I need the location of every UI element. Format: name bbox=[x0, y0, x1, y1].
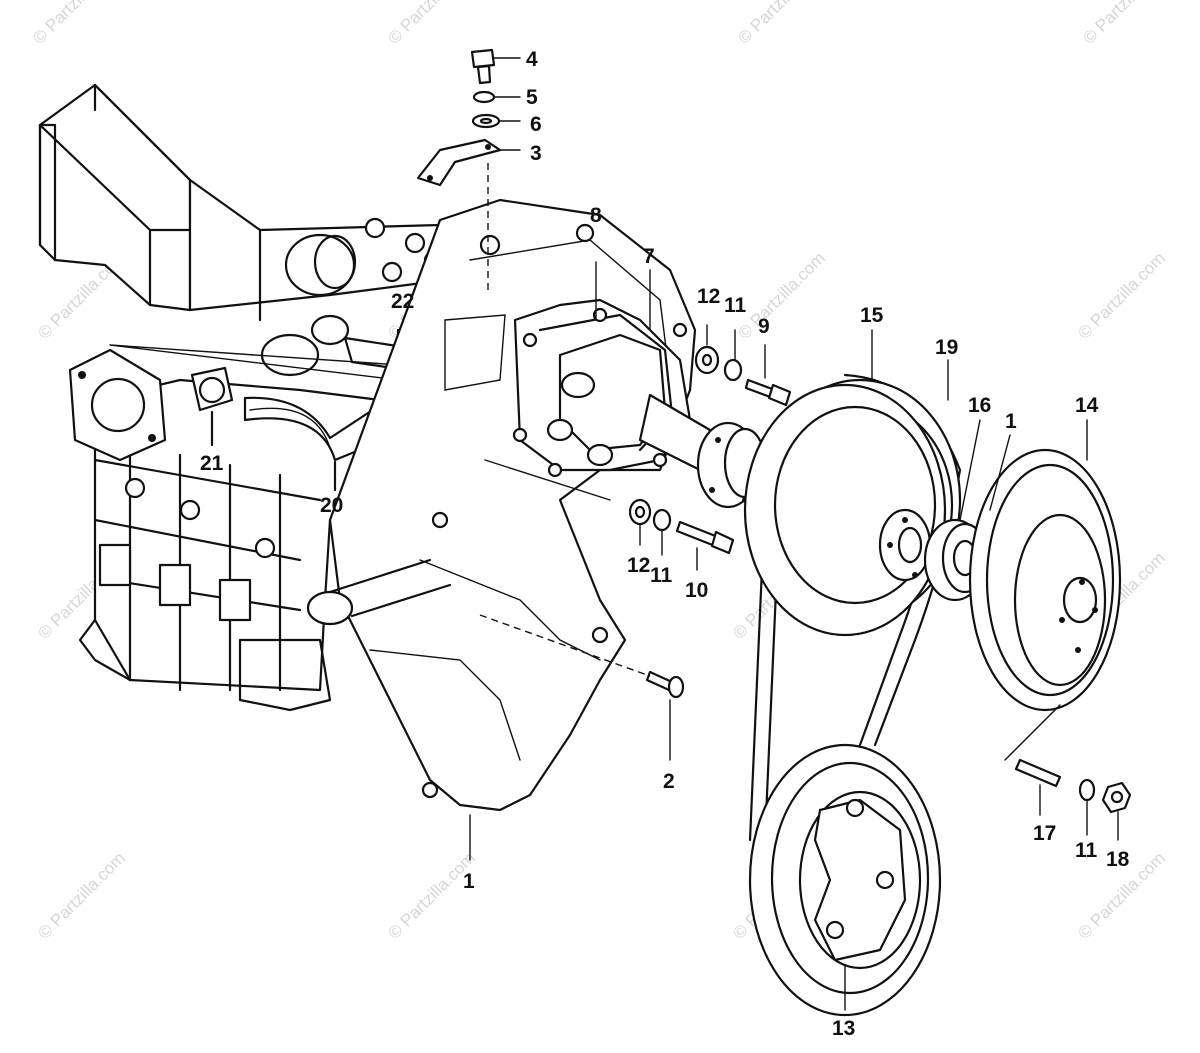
callout-16: 16 bbox=[968, 394, 991, 417]
callout-12-lower: 12 bbox=[627, 554, 650, 577]
part-11-lockwasher-upper bbox=[723, 329, 743, 382]
callout-1-top: 1 bbox=[1005, 410, 1017, 433]
part-11-lockwasher-lower bbox=[652, 508, 672, 556]
callout-11-lower: 11 bbox=[650, 564, 673, 587]
part-4-bolt bbox=[470, 48, 521, 85]
callout-8: 8 bbox=[590, 204, 602, 227]
part-3-bracket bbox=[416, 138, 521, 187]
callout-18: 18 bbox=[1106, 848, 1130, 871]
part-21-clip bbox=[190, 366, 234, 447]
part-10-bolt bbox=[675, 520, 735, 571]
part-5-lockwasher bbox=[472, 90, 521, 104]
callout-15: 15 bbox=[860, 304, 884, 327]
watermark: © Partzilla.com bbox=[29, 0, 123, 48]
callout-19: 19 bbox=[935, 336, 958, 359]
part-13-crank-pulley bbox=[748, 743, 942, 1017]
callout-14: 14 bbox=[1075, 394, 1099, 417]
callout-22: 22 bbox=[391, 290, 414, 313]
callout-layer: 4 5 6 3 8 7 22 12 11 9 15 19 16 1 14 21 … bbox=[200, 48, 1130, 1040]
part-9-bolt bbox=[744, 344, 792, 407]
callout-17: 17 bbox=[1033, 822, 1056, 845]
callout-2: 2 bbox=[663, 770, 675, 793]
callout-1-bottom: 1 bbox=[463, 870, 475, 893]
callout-4: 4 bbox=[526, 48, 538, 71]
callout-12-upper: 12 bbox=[697, 285, 720, 308]
watermark: © Partzilla.com bbox=[384, 848, 478, 942]
part-12-washer-lower bbox=[628, 498, 652, 546]
part-14-pulley-half bbox=[968, 419, 1122, 761]
part-7-water-pump bbox=[512, 261, 767, 509]
callout-5: 5 bbox=[526, 86, 538, 109]
part-6-washer bbox=[471, 113, 521, 129]
watermark: © Partzilla.com bbox=[734, 0, 828, 48]
part-15-pulley bbox=[743, 329, 962, 637]
part-2-screw bbox=[479, 614, 685, 761]
callout-11-upper: 11 bbox=[724, 294, 747, 317]
callout-6: 6 bbox=[530, 113, 542, 136]
watermark: © Partzilla.com bbox=[384, 0, 478, 48]
callout-7: 7 bbox=[643, 245, 655, 268]
part-12-washer-upper bbox=[694, 324, 720, 375]
callout-10: 10 bbox=[685, 579, 708, 602]
callout-20: 20 bbox=[320, 494, 343, 517]
watermark: © Partzilla.com bbox=[1074, 248, 1168, 342]
part-11-lockwasher-stud bbox=[1078, 778, 1096, 836]
watermark: © Partzilla.com bbox=[1079, 0, 1173, 48]
callout-21: 21 bbox=[200, 452, 224, 475]
part-17-stud bbox=[1014, 758, 1062, 816]
callout-3: 3 bbox=[530, 142, 542, 165]
callout-9: 9 bbox=[758, 315, 770, 338]
watermark: © Partzilla.com bbox=[34, 848, 128, 942]
watermark: © Partzilla.com bbox=[734, 248, 828, 342]
callout-13: 13 bbox=[832, 1017, 855, 1040]
part-18-nut bbox=[1101, 781, 1132, 841]
callout-11-stud: 11 bbox=[1075, 839, 1098, 862]
